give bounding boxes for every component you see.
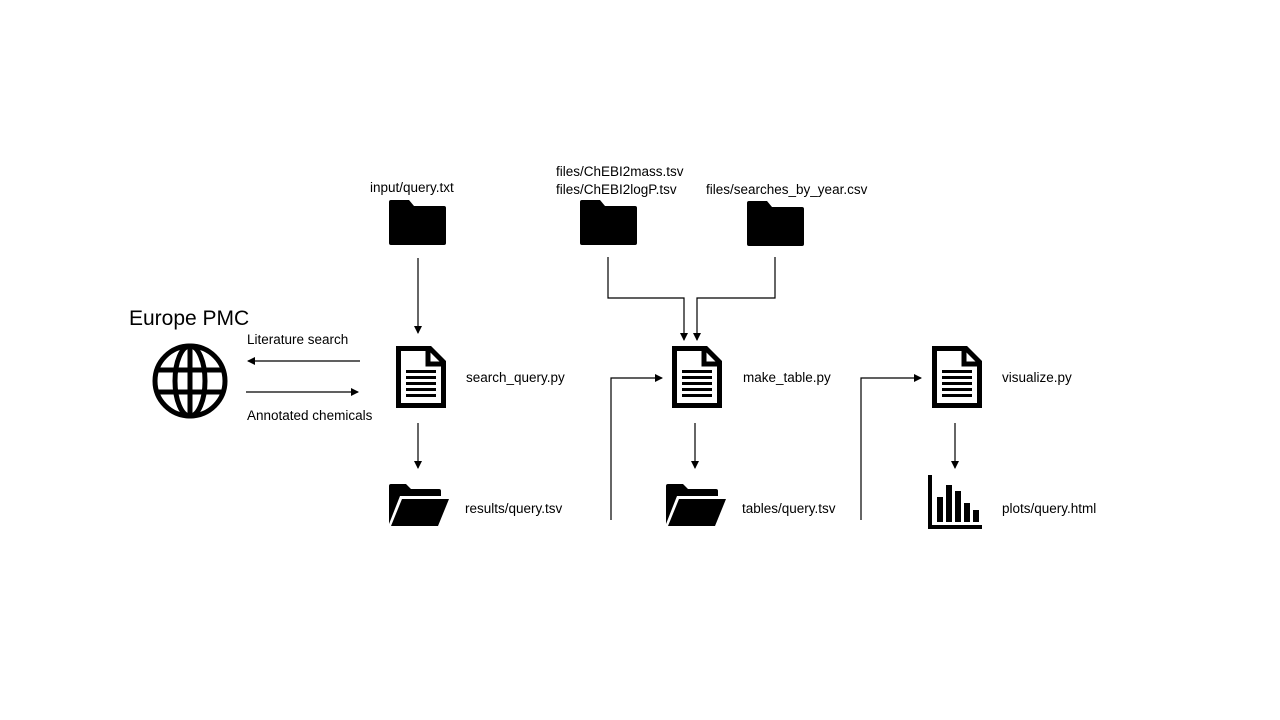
folder-open-icon <box>666 484 726 526</box>
tables-label: tables/query.tsv <box>742 501 836 516</box>
arrow-results-to-make-table <box>610 374 663 520</box>
folder-icon <box>389 200 446 245</box>
arrow-years-to-make-table <box>693 257 776 341</box>
arrow-tables-to-visualize <box>860 374 922 520</box>
document-icon <box>396 346 446 408</box>
make-table-label: make_table.py <box>743 370 831 385</box>
europe-pmc-title: Europe PMC <box>129 307 250 330</box>
results-label: results/query.tsv <box>465 501 563 516</box>
query-file-label: input/query.txt <box>370 180 454 195</box>
folder-icon <box>580 200 637 245</box>
visualize-label: visualize.py <box>1002 370 1072 385</box>
document-icon <box>672 346 722 408</box>
bar-chart-icon <box>928 475 982 529</box>
searches-by-year-label: files/searches_by_year.csv <box>706 182 868 197</box>
arrow-chebi-to-make-table <box>607 257 688 341</box>
folder-icon <box>747 201 804 246</box>
document-icon <box>932 346 982 408</box>
plots-label: plots/query.html <box>1002 501 1097 516</box>
globe-icon <box>152 343 228 419</box>
annotated-chemicals-label: Annotated chemicals <box>247 408 373 423</box>
literature-search-label: Literature search <box>247 332 349 347</box>
search-query-label: search_query.py <box>466 370 565 385</box>
chebi-mass-label: files/ChEBI2mass.tsv <box>556 164 684 179</box>
chebi-logp-label: files/ChEBI2logP.tsv <box>556 182 677 197</box>
folder-open-icon <box>389 484 449 526</box>
